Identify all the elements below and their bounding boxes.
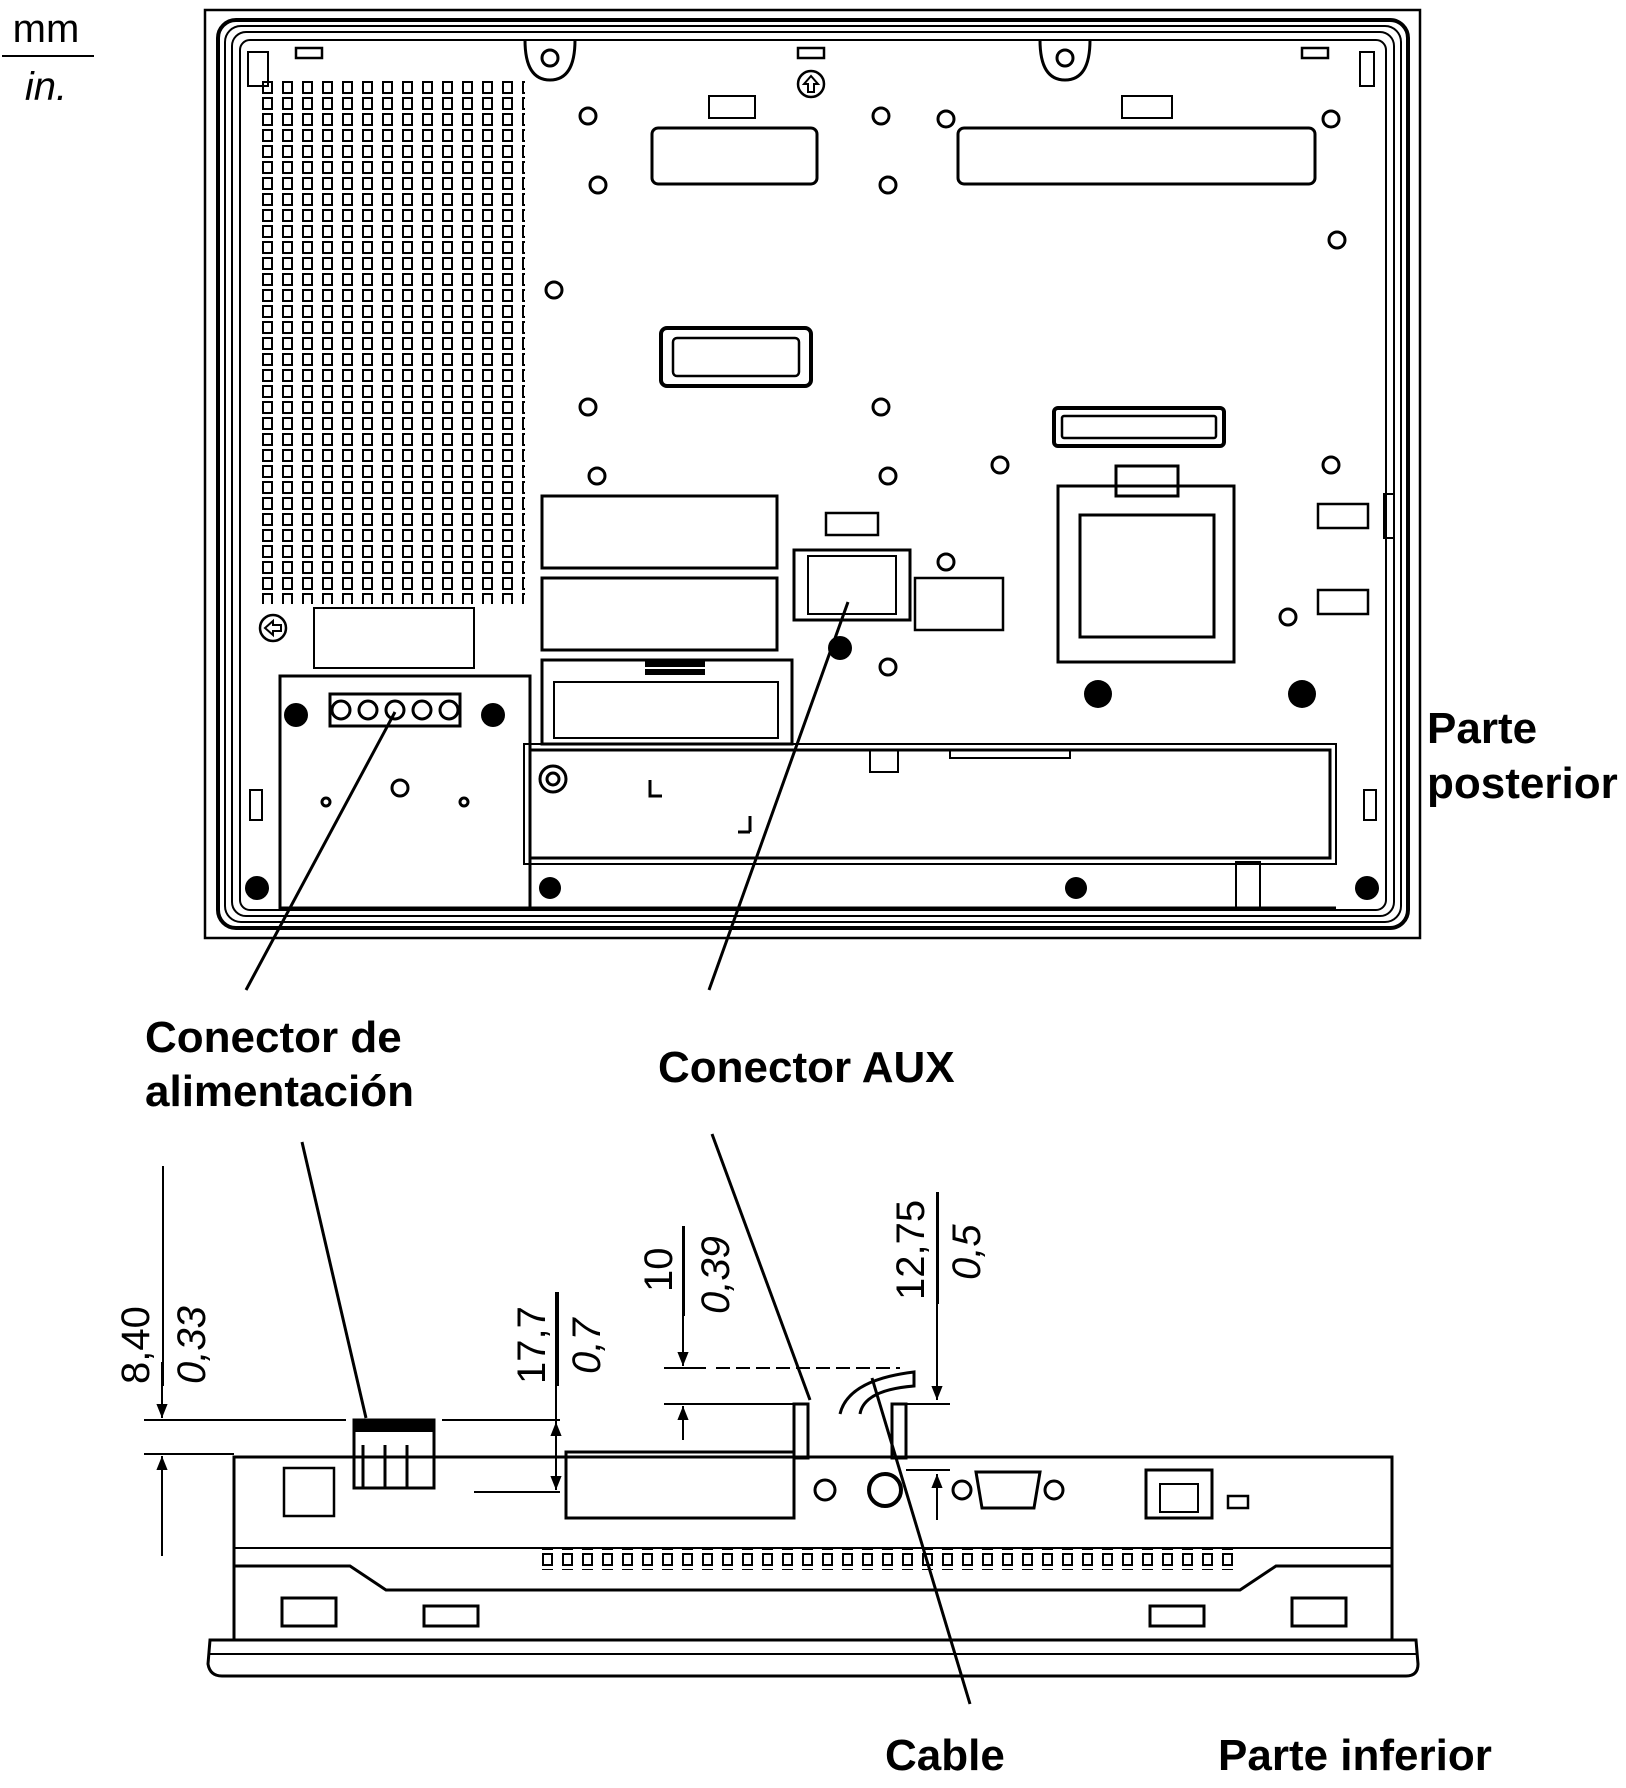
dim-17-7-in: 0,7 <box>565 1317 609 1374</box>
dim-12-75-mm: 12,75 <box>889 1200 933 1300</box>
filled-screws <box>245 636 1379 900</box>
battery-cover <box>1056 464 1236 664</box>
screw-holes <box>320 106 1347 808</box>
dim-8-40-in: 0,33 <box>170 1306 214 1384</box>
dim-8-40-mm: 8,40 <box>114 1306 158 1384</box>
arrow-symbols <box>258 69 826 643</box>
dimension-values: 8,40 0,33 17,7 0,7 10 0,39 12,75 0,5 <box>114 1166 989 1386</box>
label-power-1: Conector de <box>145 1013 402 1062</box>
rear-view <box>203 8 1422 940</box>
callout-labels: Parte posterior Conector de alimentación… <box>145 704 1618 1780</box>
label-aux: Conector AUX <box>658 1043 955 1092</box>
label-power-2: alimentación <box>145 1067 414 1116</box>
unit-legend: mm in. <box>2 7 94 109</box>
unit-mm: mm <box>13 7 80 51</box>
unit-in: in. <box>25 65 67 109</box>
dim-12-75-in: 0,5 <box>945 1224 989 1280</box>
dim-10-mm: 10 <box>637 1248 681 1293</box>
bottom-view <box>206 1370 1420 1678</box>
dim-10-in: 0,39 <box>694 1236 738 1314</box>
card-slot <box>1052 406 1226 448</box>
mounting-tabs <box>294 39 1330 82</box>
leader-lines <box>244 601 972 1705</box>
label-rear-2: posterior <box>1427 759 1618 808</box>
label-cable: Cable <box>885 1731 1005 1780</box>
ventilation-grid <box>247 51 1375 604</box>
top-cutouts <box>650 95 1317 186</box>
label-areas <box>313 494 794 746</box>
bottom-bay <box>249 743 1377 911</box>
label-rear-1: Parte <box>1427 704 1537 753</box>
usb-slot <box>659 326 813 388</box>
label-bottom: Parte inferior <box>1218 1731 1492 1780</box>
aux-connector-rear <box>792 511 1005 632</box>
dim-17-7-mm: 17,7 <box>510 1306 554 1384</box>
